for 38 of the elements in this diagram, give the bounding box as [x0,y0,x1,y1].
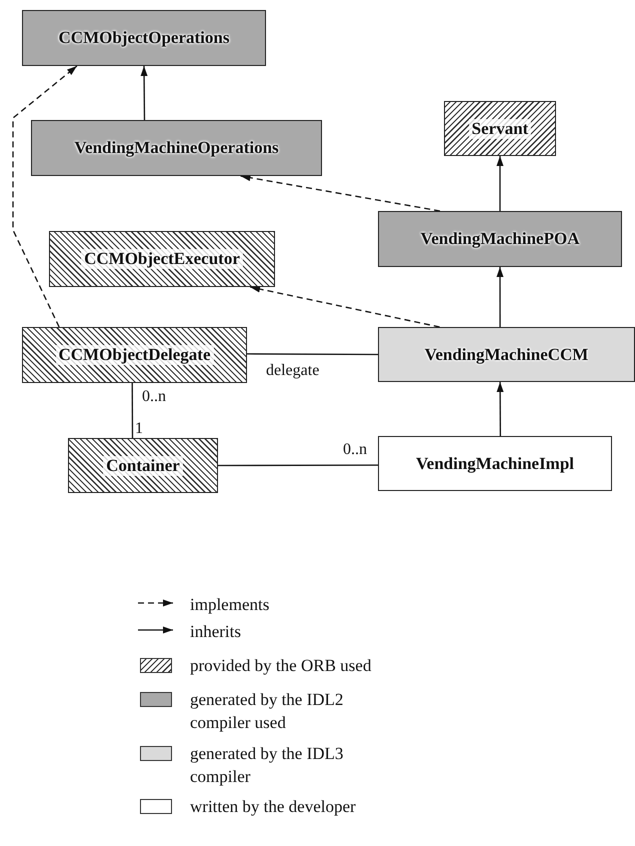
multiplicity-label: 0..n [142,388,166,406]
class-box [31,120,322,176]
association-line [247,353,378,356]
class-name: VendingMachineImpl [416,454,574,474]
association-line [132,383,134,438]
edge-label: delegate [264,362,322,380]
class-name: VendingMachinePOA [420,229,580,249]
multiplicity-label: 0..n [343,441,367,459]
legend-text: implements [190,594,270,616]
class-name: Servant [468,118,532,138]
arrow [496,156,504,211]
legend-text: written by the developer [190,796,357,818]
multiplicity-label: 1 [135,420,143,438]
class-name: CCMObjectDelegate [56,345,214,365]
dashed-arrow [240,174,440,212]
class-box [49,231,275,287]
class-box [22,10,266,66]
class-box [22,327,247,383]
legend-text: generated by the IDL3 compiler [190,743,344,788]
class-box [444,101,556,156]
association-line [218,464,378,466]
class-box [378,211,622,267]
dashed-arrow [12,66,78,328]
arrow [496,267,504,327]
dashed-arrow [250,286,440,328]
class-name: VendingMachineCCM [424,344,588,364]
class-box [378,327,635,382]
class-name: CCMObjectExecutor [81,249,243,269]
legend-text: generated by the IDL2 compiler used [190,689,344,734]
class-box [68,438,218,493]
class-name: CCMObjectOperations [58,28,230,48]
class-name: VendingMachineOperations [74,138,279,158]
arrow [140,66,148,120]
arrow [496,382,504,436]
legend-text: inherits [190,621,242,643]
class-name: Container [103,456,183,476]
class-box [378,436,612,491]
legend-text: provided by the ORB used [190,655,372,677]
